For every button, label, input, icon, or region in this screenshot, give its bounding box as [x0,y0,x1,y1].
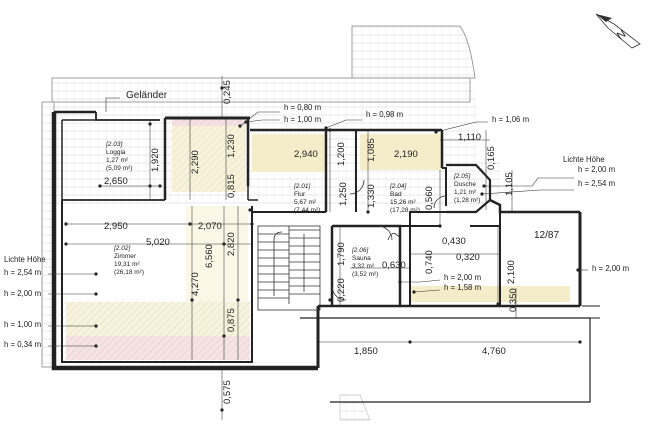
staircase [257,225,321,311]
doors [331,179,447,301]
dimension-value: 2,650 [104,176,128,187]
room-label-flur: [2.01] Flur 5,67 m² (7,44 m²) [293,183,320,214]
height-label: h = 0,80 m [284,103,321,112]
height-label: h = 1,00 m [284,115,321,124]
room-name: Dusche [454,181,476,188]
dimension-value: 2,820 [226,232,237,256]
dimension-value: 0,630 [382,260,406,271]
height-label: h = 2,00 m [444,273,481,282]
room-name: Zimmer [114,253,137,260]
room-name: Bad [390,191,402,198]
dimension-ticks [64,86,582,412]
room-label-dusche: [2.05] Dusche 1,21 m² (1,28 m²) [453,173,480,204]
dimension-value: 0,815 [226,174,237,198]
room-area: 15,26 m² [390,199,416,206]
height-label: h = 1,00 m [4,320,41,329]
room-id: [2.05] [453,173,470,180]
room-area-gross: (17,28 m²) [390,207,420,214]
dimension-value: 2,950 [104,221,128,232]
dimension-value: 4,760 [482,346,506,357]
room-area-gross: (3,52 m²) [352,271,378,278]
room-name: Flur [294,191,306,198]
room-id: [2.02] [113,245,130,252]
dimension-texts-horizontal: 2,650 2,940 2,190 1,110 2,950 2,070 5,02… [104,132,506,357]
dimension-value: 0,740 [424,250,435,274]
room-area-gross: (1,28 m²) [454,197,480,204]
dimension-value: 2,190 [394,149,418,160]
dimension-value: 0,350 [508,288,519,312]
height-label: h = 2,00 m [4,289,41,298]
height-label: h = 1,06 m [492,115,529,124]
dimension-value: 0,575 [222,380,233,404]
room-name: Loggia [106,149,126,156]
room-area: 3,32 m² [352,263,375,270]
dimension-value: 1,330 [366,184,377,208]
dimension-value: 0,320 [456,252,480,263]
dimension-value: 0,560 [424,186,435,210]
dimension-value: 1,230 [226,134,237,158]
room-area: 1,21 m² [454,189,477,196]
dimension-value: 2,100 [506,260,517,284]
room-label-bad: [2.04] Bad 15,26 m² (17,28 m²) [389,183,420,214]
room-area-gross: (5,09 m²) [106,165,132,172]
room-id: [2.04] [389,183,406,190]
dimension-value: 2,940 [294,149,318,160]
room-id: [2.06] [351,247,368,254]
height-label: Lichte Höhe [563,155,605,164]
height-label: h = 2,54 m [4,268,41,277]
dimension-value: 1,790 [336,242,347,266]
dimension-value: 2,070 [198,221,222,232]
dimension-value: 0,430 [442,236,466,247]
height-zones [56,118,570,362]
dimension-value: 4,270 [190,272,201,296]
height-label: Lichte Höhe [4,255,46,264]
dimension-value: 1,105 [504,172,515,196]
dimension-texts-vertical: 0,245 1,920 2,290 1,230 0,815 1,200 1,08… [150,80,519,404]
dimension-value: 1,085 [366,138,377,162]
dimension-value: 0,165 [486,146,497,170]
room-id: [2.03] [105,141,122,148]
height-label: h = 2,00 m [592,264,629,273]
dimension-value: 1,920 [150,148,161,172]
height-label: h = 2,00 m [578,165,615,174]
dimension-value: 1,200 [336,142,347,166]
walls [51,110,600,403]
room-area: 1,27 m² [106,157,129,164]
plan-number: 12/87 [534,230,559,241]
dimension-value: 1,110 [458,132,481,143]
room-id: [2.01] [293,183,310,190]
dimension-value: 5,020 [146,237,170,248]
dimension-value: 0,220 [336,278,347,302]
height-label: h = 1,58 m [444,283,481,292]
north-arrow: N [595,13,641,49]
height-label: h = 0,98 m [366,110,403,119]
room-name: Sauna [352,255,371,262]
room-label-loggia: [2.03] Loggia 1,27 m² (5,09 m²) [105,141,132,172]
height-label: h = 2,54 m [578,179,615,188]
room-area-gross: (26,18 m²) [114,269,144,276]
dimension-value: 0,875 [226,308,237,332]
leader-lines [48,97,588,347]
dimension-value: 1,250 [338,182,349,206]
room-area: 19,31 m² [114,261,140,268]
dimension-value: 6,560 [204,244,215,268]
room-label-zimmer: [2.02] Zimmer 19,31 m² (26,18 m²) [113,245,144,276]
room-area: 5,67 m² [294,199,317,206]
roof-area [41,25,500,421]
dimension-value: 0,245 [222,80,233,104]
dimension-lines [66,76,580,420]
height-label: h = 0,34 m [4,340,41,349]
room-label-sauna: [2.06] Sauna 3,32 m² (3,52 m²) [351,247,378,278]
railing-label: Geländer [126,90,168,101]
height-labels: h = 0,80 m h = 1,00 m h = 0,98 m h = 1,0… [4,103,629,349]
dimension-value: 1,850 [354,346,378,357]
room-area-gross: (7,44 m²) [294,207,320,214]
dimension-value: 2,290 [190,150,201,174]
